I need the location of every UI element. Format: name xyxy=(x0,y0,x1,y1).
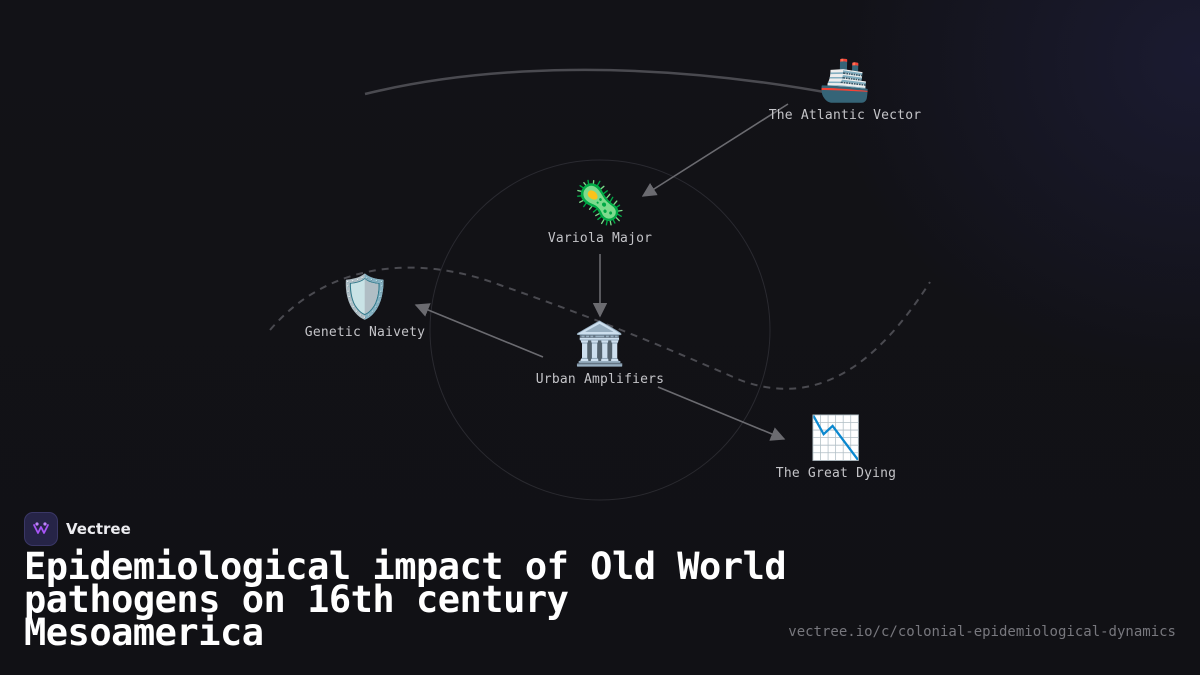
page-title: Epidemiological impact of Old World path… xyxy=(24,545,787,654)
node-variola-major[interactable]: 🦠 Variola Major xyxy=(547,178,653,247)
chart-decreasing-icon: 📉 xyxy=(809,413,863,462)
node-urban-amplifiers[interactable]: 🏛️ Urban Amplifiers xyxy=(535,319,665,388)
classical-building-icon: 🏛️ xyxy=(573,319,627,368)
node-label: Variola Major xyxy=(547,231,653,246)
edge-urban-amplifiers-to-great-dying xyxy=(657,386,786,441)
source-url[interactable]: vectree.io/c/colonial-epidemiological-dy… xyxy=(788,624,1176,640)
shield-icon: 🛡️ xyxy=(338,272,392,321)
microbe-icon: 🦠 xyxy=(573,178,627,227)
brand-name: Vectree xyxy=(66,520,131,538)
node-atlantic-vector[interactable]: 🚢 The Atlantic Vector xyxy=(768,55,922,124)
node-great-dying[interactable]: 📉 The Great Dying xyxy=(775,413,897,482)
decorative-ring xyxy=(429,159,771,501)
node-label: The Great Dying xyxy=(775,466,897,481)
edge-urban-amplifiers-to-genetic-naivety xyxy=(414,303,544,358)
node-label: Genetic Naivety xyxy=(304,325,426,340)
node-label: The Atlantic Vector xyxy=(768,108,922,123)
edge-atlantic-vector-to-variola-major xyxy=(641,103,789,197)
vectree-logo-icon xyxy=(24,512,58,546)
node-genetic-naivety[interactable]: 🛡️ Genetic Naivety xyxy=(304,272,426,341)
node-label: Urban Amplifiers xyxy=(535,372,665,387)
brand[interactable]: Vectree xyxy=(24,512,131,546)
decorative-arc xyxy=(364,68,836,96)
ship-icon: 🚢 xyxy=(818,55,872,104)
